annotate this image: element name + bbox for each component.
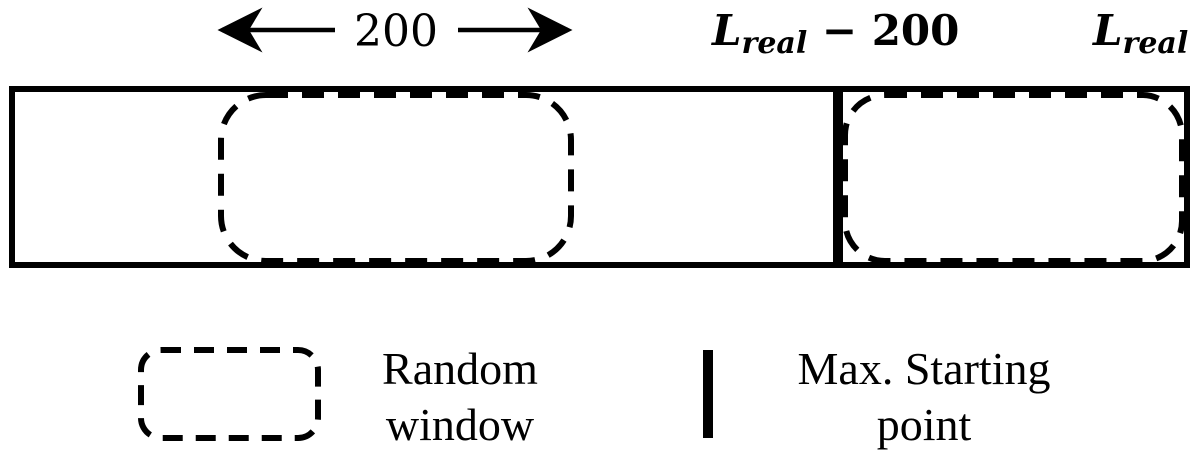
max-start-position-label: Lreal − 200 xyxy=(711,6,959,61)
window-size-label: 200 xyxy=(354,6,438,57)
random-window-box xyxy=(218,92,574,264)
legend-random-window-line2: window xyxy=(386,399,535,450)
legend-dashed-window-icon xyxy=(138,347,321,441)
last-window-box xyxy=(842,92,1185,264)
sequence-length-label: Lreal xyxy=(1092,6,1188,61)
legend-random-window-line1: Random xyxy=(382,343,538,394)
legend-max-start-line2: point xyxy=(877,399,972,450)
window-size-indicator: 200 xyxy=(217,6,573,57)
legend-max-starting-point: Max. Starting point xyxy=(703,343,1050,450)
legend-random-window: Random window xyxy=(138,343,538,450)
legend-max-start-line1: Max. Starting xyxy=(798,343,1051,394)
legend-solid-bar-icon xyxy=(703,350,713,438)
sequence-bar xyxy=(9,86,1190,268)
